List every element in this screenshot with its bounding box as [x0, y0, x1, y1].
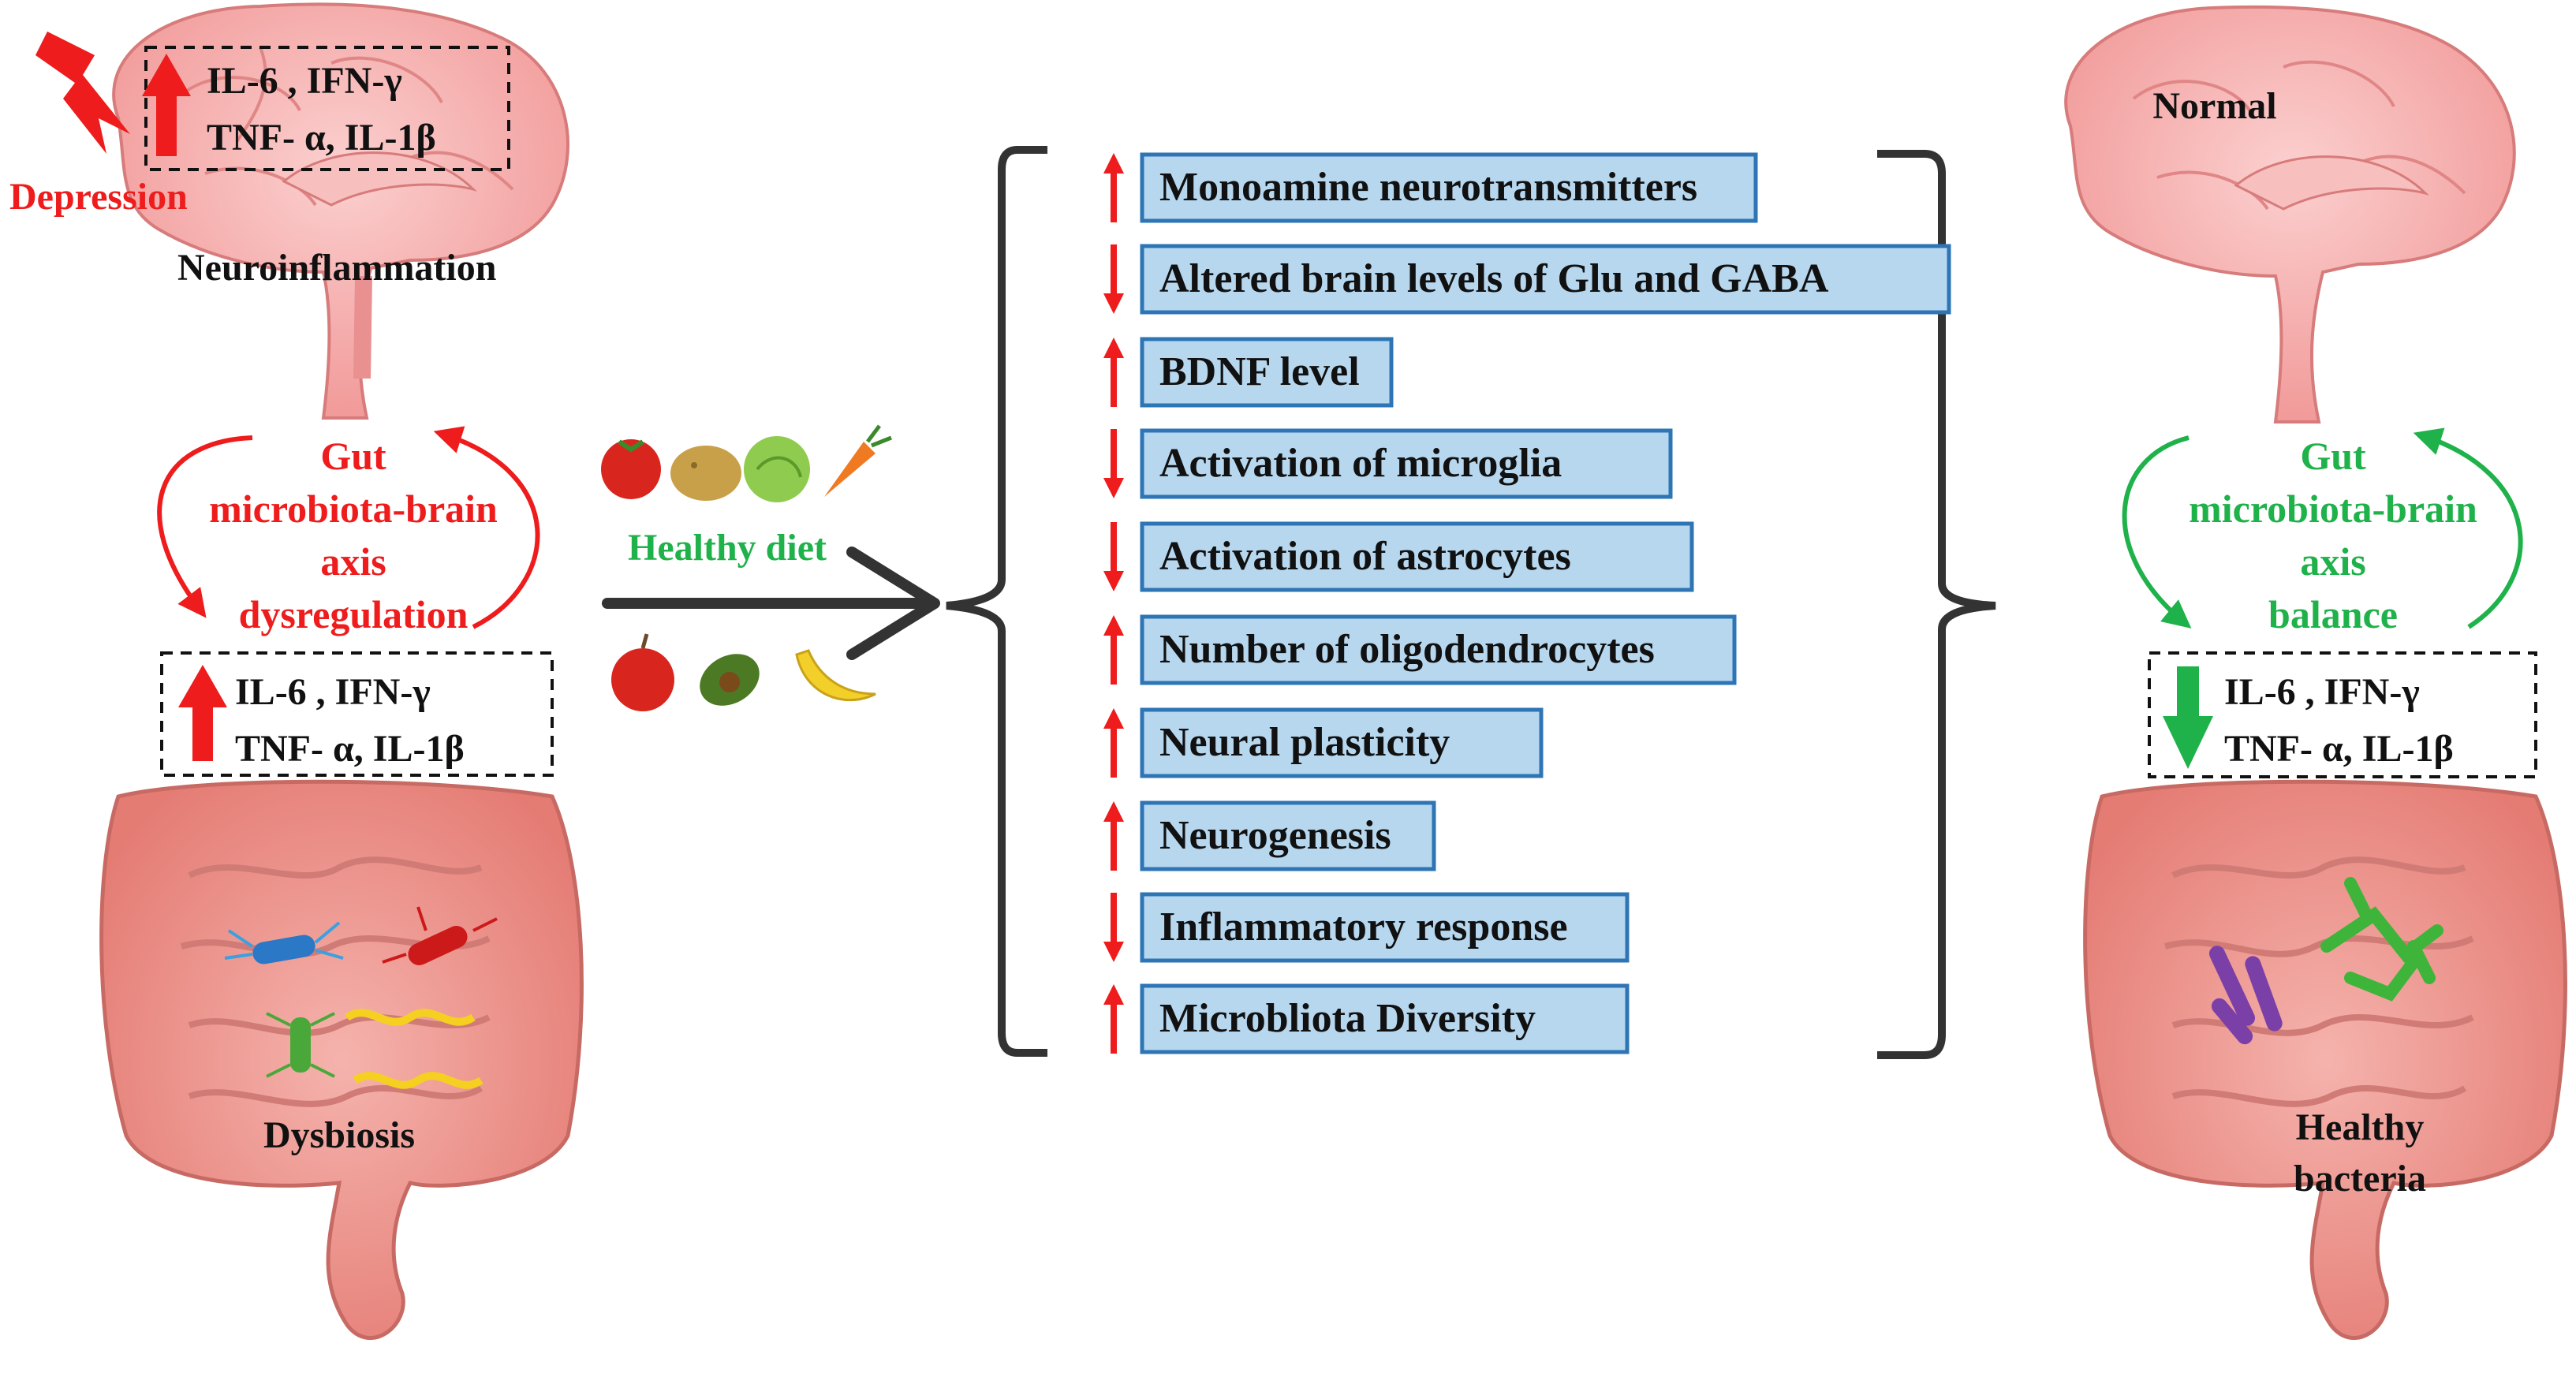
effect-box: [1140, 800, 1436, 871]
effect-label: Monoamine neurotransmitters: [1159, 165, 1697, 210]
gut-cytokines-left-line1: IL-6 , IFN-γ: [235, 671, 431, 713]
cabbage-icon: [744, 436, 810, 502]
red-up-arrow-icon: [1103, 801, 1124, 871]
brain-cytokines-line2: TNF- α, IL-1β: [207, 117, 436, 159]
left-axis-line3: axis: [320, 539, 386, 584]
effect-box: [1140, 983, 1630, 1054]
healthy-diet-label: Healthy diet: [628, 527, 827, 569]
up-arrow-icon: [178, 665, 227, 761]
down-arrow-icon: [2163, 666, 2213, 769]
healthy-bacteria-line2: bacteria: [2294, 1158, 2426, 1200]
food-icons-bottom: [611, 633, 876, 711]
gut-cytokines-right-line1: IL-6 , IFN-γ: [2224, 671, 2420, 713]
left-axis-line4: dysregulation: [239, 592, 469, 636]
gut-cytokine-box-left: [160, 651, 554, 777]
red-up-arrow-icon: [1103, 708, 1124, 778]
effect-label: Number of oligodendrocytes: [1159, 627, 1655, 672]
balance-cycle-arrow-right: [2413, 427, 2523, 629]
red-down-arrow-icon: [1103, 429, 1124, 498]
right-axis-line1: Gut: [2300, 434, 2366, 478]
gut-cytokines-right-line2: TNF- α, IL-1β: [2224, 728, 2454, 770]
effect-row: Altered brain levels of Glu and GABA: [1103, 244, 1951, 315]
effect-row: Activation of microglia: [1103, 428, 1673, 499]
right-brace: [1877, 150, 1996, 1059]
axis-cycle-arrow-right: [433, 426, 540, 629]
effect-box: [1140, 428, 1673, 499]
effect-box: [1140, 337, 1394, 408]
tomato-icon: [601, 439, 661, 499]
gut-cytokines-left-line2: TNF- α, IL-1β: [235, 728, 465, 770]
banana-icon: [795, 649, 876, 702]
up-arrow-icon: [142, 54, 191, 156]
left-gut: [99, 779, 584, 1341]
effect-label: Activation of astrocytes: [1159, 534, 1571, 579]
effect-row: BDNF level: [1103, 337, 1394, 408]
right-axis-line3: axis: [2300, 539, 2365, 584]
effect-box: [1140, 152, 1758, 223]
neuroinflammation-label: Neuroinflammation: [177, 247, 496, 289]
red-down-arrow-icon: [1103, 522, 1124, 591]
red-down-arrow-icon: [1103, 244, 1124, 314]
effect-row: Microbliota Diversity: [1103, 983, 1630, 1054]
potato-icon: [670, 446, 741, 501]
left-brace: [946, 146, 1047, 1057]
lightning-icon: [35, 32, 130, 154]
effect-row: Number of oligodendrocytes: [1103, 614, 1737, 685]
effect-label: Inflammatory response: [1159, 905, 1568, 950]
effect-row: Neurogenesis: [1103, 800, 1436, 871]
left-axis-line1: Gut: [320, 434, 386, 478]
carrot-icon: [824, 424, 892, 497]
effect-row: Activation of astrocytes: [1103, 521, 1694, 592]
effect-label: BDNF level: [1159, 349, 1360, 394]
dysbiosis-label: Dysbiosis: [263, 1114, 415, 1156]
left-brain: [112, 2, 569, 420]
right-axis-line2: microbiota-brain: [2189, 487, 2477, 531]
avocado-icon: [700, 654, 760, 706]
healthy-bacteria-line1: Healthy: [2296, 1106, 2425, 1148]
right-axis-line4: balance: [2268, 592, 2398, 636]
right-gut: [2083, 779, 2567, 1341]
effect-box: [1140, 707, 1544, 778]
effect-box: [1140, 521, 1694, 592]
effect-row: Inflammatory response: [1103, 892, 1630, 963]
red-down-arrow-icon: [1103, 893, 1124, 962]
gut-cytokine-box-right: [2148, 651, 2537, 778]
apple-icon: [611, 633, 674, 711]
effect-row: Monoamine neurotransmitters: [1103, 152, 1758, 223]
red-up-arrow-icon: [1103, 615, 1124, 685]
balance-cycle-arrow-left: [2122, 435, 2192, 629]
depression-label: Depression: [9, 176, 188, 218]
red-up-arrow-icon: [1103, 338, 1124, 407]
effect-label: Altered brain levels of Glu and GABA: [1159, 256, 1829, 301]
effect-box: [1140, 614, 1737, 685]
brain-cytokine-box-left: [144, 46, 510, 171]
left-axis-line2: microbiota-brain: [209, 487, 498, 531]
brain-cytokines-line1: IL-6 , IFN-γ: [207, 60, 402, 102]
red-up-arrow-icon: [1103, 153, 1124, 222]
effect-box: [1140, 244, 1951, 315]
axis-cycle-arrow-left: [157, 435, 253, 618]
effect-label: Neurogenesis: [1159, 813, 1391, 858]
effect-row: Neural plasticity: [1103, 707, 1544, 778]
effect-box: [1140, 892, 1630, 963]
effect-label: Activation of microglia: [1159, 441, 1562, 486]
normal-label: Normal: [2152, 85, 2276, 127]
right-brain: [2064, 5, 2516, 423]
big-arrow: [602, 547, 940, 660]
red-up-arrow-icon: [1103, 984, 1124, 1054]
food-icons-top: [601, 424, 892, 502]
effect-label: Neural plasticity: [1159, 720, 1450, 765]
effect-label: Microbliota Diversity: [1159, 996, 1536, 1041]
